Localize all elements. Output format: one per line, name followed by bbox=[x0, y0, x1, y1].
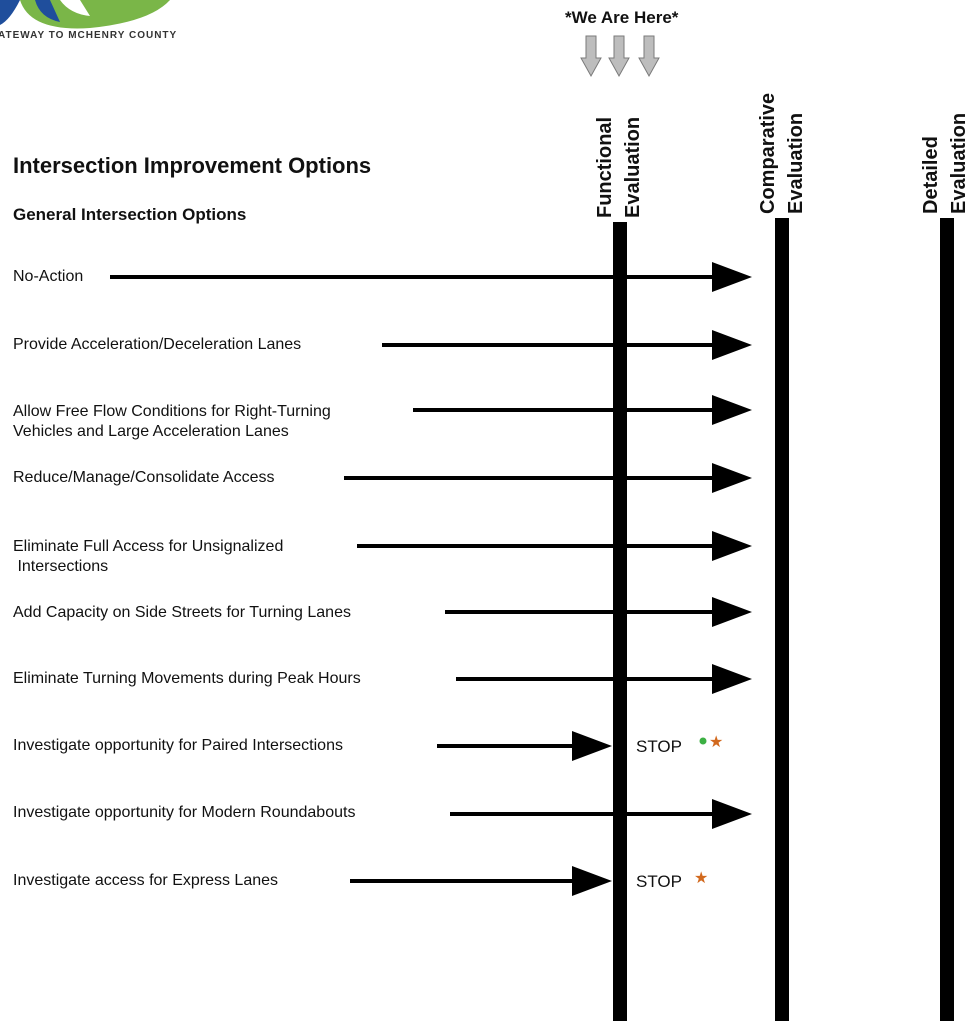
option-arrows bbox=[110, 262, 752, 896]
option-label-no-action: No-Action bbox=[13, 268, 84, 285]
we-are-here-label: *We Are Here* bbox=[565, 8, 679, 27]
down-arrow-icon bbox=[638, 35, 660, 78]
option-label-peak-hours: Eliminate Turning Movements during Peak … bbox=[13, 670, 361, 687]
option-label-side-streets: Add Capacity on Side Streets for Turning… bbox=[13, 604, 351, 621]
detailed-evaluation-bar bbox=[940, 218, 954, 1021]
option-label-access: Reduce/Manage/Consolidate Access bbox=[13, 469, 275, 486]
diagram-title: Intersection Improvement Options bbox=[13, 153, 372, 178]
option-label-eliminate-full-access-line1: Eliminate Full Access for Unsignalized bbox=[13, 538, 284, 555]
arrow-head-icon bbox=[712, 463, 752, 493]
down-arrow-icon bbox=[608, 35, 630, 78]
green-dot-icon bbox=[699, 737, 707, 745]
logo-tagline: ATEWAY TO MCHENRY COUNTY bbox=[0, 30, 178, 41]
stage-label-functional-line2: Evaluation bbox=[622, 116, 644, 218]
stop-label-paired-intersections: STOP bbox=[636, 737, 682, 756]
option-label-eliminate-full-access-line2: Intersections bbox=[13, 558, 109, 575]
stop-label-express-lanes: STOP bbox=[636, 872, 682, 891]
option-label-express-lanes: Investigate access for Express Lanes bbox=[13, 872, 279, 889]
arrow-head-icon bbox=[712, 799, 752, 829]
stage-label-functional-line1: Functional bbox=[594, 116, 616, 218]
arrow-head-icon bbox=[572, 731, 612, 761]
arrow-head-icon bbox=[712, 262, 752, 292]
comparative-evaluation-bar bbox=[775, 218, 789, 1021]
arrow-head-icon bbox=[712, 597, 752, 627]
stage-label-detailed-line1: Detailed bbox=[920, 136, 942, 214]
arrow-head-icon bbox=[712, 330, 752, 360]
option-label-free-flow-line1: Allow Free Flow Conditions for Right-Tur… bbox=[13, 403, 331, 420]
option-label-free-flow-line2: Vehicles and Large Acceleration Lanes bbox=[13, 423, 289, 440]
orange-star-icon: ★ bbox=[709, 732, 723, 751]
logo-mark bbox=[0, 0, 170, 29]
stage-label-detailed-line2: Evaluation bbox=[948, 112, 970, 214]
option-label-roundabouts: Investigate opportunity for Modern Round… bbox=[13, 804, 356, 821]
arrow-head-icon bbox=[712, 395, 752, 425]
option-label-paired-intersections: Investigate opportunity for Paired Inter… bbox=[13, 737, 343, 754]
arrow-head-icon bbox=[712, 531, 752, 561]
diagram-subtitle: General Intersection Options bbox=[13, 205, 247, 224]
orange-star-icon: ★ bbox=[694, 868, 708, 887]
stage-label-comparative-line2: Evaluation bbox=[785, 112, 807, 214]
arrow-head-icon bbox=[712, 664, 752, 694]
we-are-here-arrows bbox=[580, 35, 660, 78]
option-label-accel-decel: Provide Acceleration/Deceleration Lanes bbox=[13, 336, 302, 353]
stage-label-comparative-line1: Comparative bbox=[757, 92, 779, 214]
down-arrow-icon bbox=[580, 35, 602, 78]
functional-evaluation-bar bbox=[613, 222, 627, 1021]
arrow-head-icon bbox=[572, 866, 612, 896]
